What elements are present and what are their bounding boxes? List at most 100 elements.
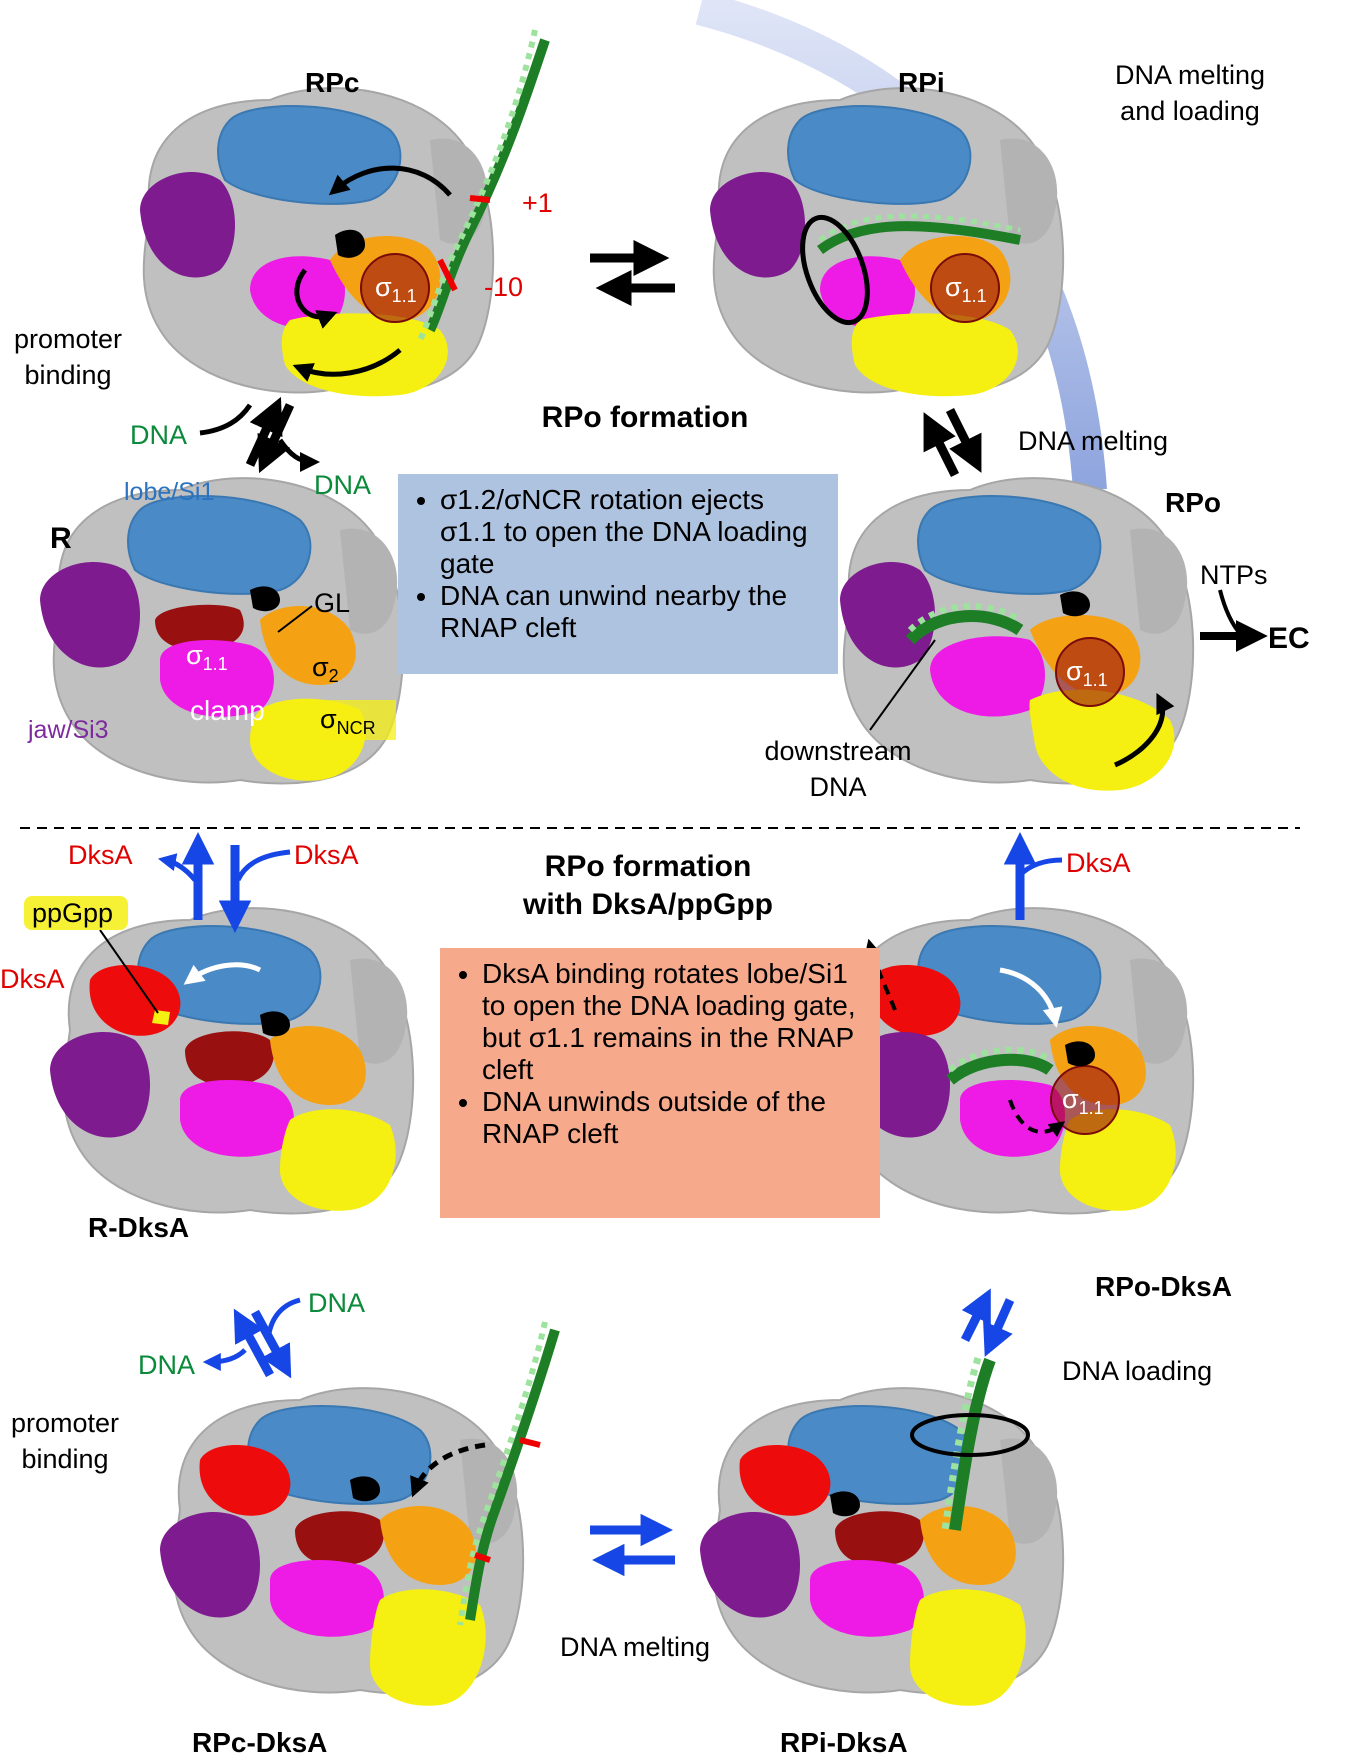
top-note-item-2: DNA can unwind nearby the RNAP cleft <box>440 580 822 644</box>
gl-loop <box>1065 1041 1095 1067</box>
rpo-complex <box>840 477 1195 791</box>
dna-in-cleft <box>817 221 1021 255</box>
rotation-arrow-sigma11 <box>1008 1099 1066 1138</box>
step-ntps: NTPs <box>1200 560 1268 590</box>
r-complex <box>40 477 405 785</box>
ppgpp-highlight <box>24 896 128 930</box>
label-downstream-line2: DNA <box>809 772 866 802</box>
sigmancr-domain <box>910 1589 1026 1706</box>
sigmancr-domain <box>851 313 1018 397</box>
top-note-item-1: σ1.2/σNCR rotation ejects σ1.1 to open t… <box>440 484 822 580</box>
sigma2-domain <box>380 1506 476 1585</box>
label-gl: GL <box>314 588 350 618</box>
sigmancr-domain <box>1029 689 1175 791</box>
clamp-domain <box>270 1560 384 1637</box>
label-sigma11-rpc: σ1.1 <box>375 272 417 306</box>
label-dksa-rdksa: DksA <box>0 964 65 994</box>
step-dna-melting-bottom: DNA melting <box>560 1632 710 1662</box>
step-promoter-binding-line1: promoter <box>14 324 122 354</box>
label-sigma11-r: σ1.1 <box>186 640 228 674</box>
label-dna-in: DNA <box>130 420 187 450</box>
rpo-ec-arrow <box>1200 589 1268 652</box>
label-dna-in-dksa: DNA <box>308 1288 365 1318</box>
rdksa-rpcdksa-equilibrium-arrows <box>202 1297 301 1379</box>
rpc-dna-helix <box>417 29 550 342</box>
sigma11-domain <box>185 1031 274 1086</box>
downstream-dna-pointer <box>869 639 936 731</box>
rpc-rpi-equilibrium-arrows <box>590 240 675 306</box>
dksa-domain <box>869 965 961 1036</box>
label-rpo-dksa: RPo-DksA <box>1095 1271 1232 1302</box>
gl-loop <box>335 229 365 258</box>
step-melting-loading-line2: and loading <box>1120 96 1260 126</box>
label-dksa-release-rpo: DksA <box>1066 848 1131 878</box>
rpc-dksa-dna-helix <box>457 1321 560 1626</box>
step-dna-loading: DNA loading <box>1062 1356 1212 1386</box>
label-downstream-line1: downstream <box>764 736 911 766</box>
r-dksa-complex <box>50 907 415 1215</box>
top-pathway-note: σ1.2/σNCR rotation ejects σ1.1 to open t… <box>398 474 838 674</box>
lobe-domain <box>787 105 972 205</box>
rotation-arrow-clamp <box>294 268 338 329</box>
rpi-rpo-equilibrium-arrows <box>923 407 982 478</box>
label-dksa-bind-r: DksA <box>294 840 359 870</box>
lobe-domain <box>127 495 312 595</box>
rpc-complex <box>140 87 495 397</box>
ppgpp-pointer <box>99 929 159 1014</box>
label-rpc-dksa: RPc-DksA <box>192 1727 327 1758</box>
rotation-arrow-lobe <box>328 165 452 197</box>
step-promoter-binding-bottom-line1: promoter <box>11 1408 119 1438</box>
clamp-domain <box>930 636 1045 717</box>
rotation-arrow-lobe <box>183 962 262 985</box>
sigma2-domain <box>270 1026 366 1105</box>
label-minus10: -10 <box>484 272 523 302</box>
ppgpp-molecule <box>152 1010 170 1025</box>
heading-bottom-pathway-line1: RPo formation <box>545 850 752 883</box>
jaw-domain <box>140 171 235 278</box>
dna-in-cleft <box>946 1053 1054 1085</box>
label-jaw-si3: jaw/Si3 <box>27 716 109 744</box>
label-clamp: clamp <box>190 695 265 726</box>
clamp-domain <box>960 1080 1065 1157</box>
jaw-domain <box>160 1511 260 1618</box>
sigmancr-domain <box>280 1109 396 1211</box>
sigma11-domain <box>360 253 430 323</box>
lobe-domain <box>917 495 1102 595</box>
sigma11-domain <box>155 604 244 651</box>
r-rpc-equilibrium-arrows <box>199 396 320 474</box>
label-sigma11-rpo-dksa: σ1.1 <box>1062 1084 1104 1118</box>
label-sigma2-r: σ2 <box>312 652 339 686</box>
step-promoter-binding-line2: binding <box>24 360 111 390</box>
sigma11-domain <box>1050 1065 1120 1135</box>
r-rdksa-equilibrium-arrows <box>157 832 291 933</box>
bottom-pathway-note: DksA binding rotates lobe/Si1 to open th… <box>440 948 880 1218</box>
rpidksa-rpodksa-equilibrium-arrows <box>960 1288 1015 1357</box>
rotation-arrow-ncr <box>292 348 402 382</box>
label-r: R <box>50 522 72 555</box>
gl-loop <box>830 1491 860 1517</box>
rpi-dksa-dna-helix <box>910 1356 1030 1531</box>
dksa-release-dashed-arrow <box>864 938 897 1011</box>
gl-loop <box>350 1476 380 1502</box>
label-ppgpp: ppGpp <box>32 898 113 928</box>
lobe-domain <box>217 105 402 205</box>
label-r-dksa: R-DksA <box>88 1212 189 1243</box>
heading-top-pathway: RPo formation <box>542 401 749 434</box>
bottom-note-item-2: DNA unwinds outside of the RNAP cleft <box>482 1086 864 1150</box>
label-dna-out-dksa: DNA <box>138 1350 195 1380</box>
gl-loop <box>250 586 280 612</box>
label-rpi: RPi <box>898 67 945 98</box>
label-rpi-dksa: RPi-DksA <box>780 1727 908 1758</box>
sigmancr-domain <box>370 1589 486 1706</box>
clamp-domain <box>180 1080 294 1157</box>
label-rpc: RPc <box>305 67 359 98</box>
rpc-dksa-complex <box>160 1387 525 1706</box>
label-sigmancr-r: σNCR <box>320 704 376 738</box>
rpi-dksa-complex <box>700 1387 1065 1706</box>
label-plus1: +1 <box>522 188 553 218</box>
label-dna-out: DNA <box>314 470 371 500</box>
sigma11-domain <box>295 1511 384 1566</box>
label-lobe-si1: lobe/Si1 <box>124 478 214 506</box>
rpo-dksa-complex <box>842 907 1195 1215</box>
